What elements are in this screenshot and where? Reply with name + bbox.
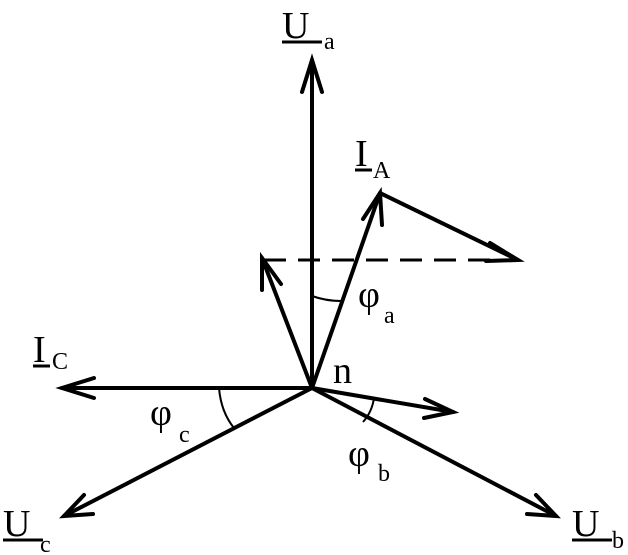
svg-text:A: A [373,158,391,184]
label-ua: U a [282,5,335,55]
svg-text:b: b [612,528,624,554]
current-vector-ic [55,376,314,400]
svg-text:b: b [378,461,390,487]
svg-text:φ: φ [348,433,370,475]
label-phib: φ b [348,433,390,487]
label-neutral-n: n [333,350,352,392]
angle-arc-phic [218,387,235,429]
svg-text:U: U [3,503,30,545]
svg-text:φ: φ [150,392,172,434]
voltage-vector-uc [59,386,314,519]
svg-text:c: c [179,422,190,448]
label-phic: φ c [150,392,190,448]
angle-arc-phia [311,295,342,302]
svg-text:a: a [324,29,335,55]
voltage-vector-ua [300,53,324,390]
label-ia: I A [355,133,391,184]
label-ub: U b [572,503,624,554]
current-vector-ib [310,386,460,420]
svg-text:I: I [33,329,46,371]
angle-arc-phib [362,397,375,423]
label-phia: φ a [358,274,395,329]
svg-text:U: U [282,5,309,47]
svg-text:C: C [52,349,68,375]
label-uc: U c [3,503,51,555]
svg-text:U: U [572,503,599,545]
svg-text:a: a [384,303,395,329]
construction-vector-left [260,251,314,390]
voltage-vector-ub [310,386,561,519]
label-ic: I C [33,329,68,375]
construction-vector-upper [378,191,525,263]
svg-text:c: c [40,532,51,555]
svg-text:I: I [355,133,368,175]
svg-text:φ: φ [358,274,380,316]
